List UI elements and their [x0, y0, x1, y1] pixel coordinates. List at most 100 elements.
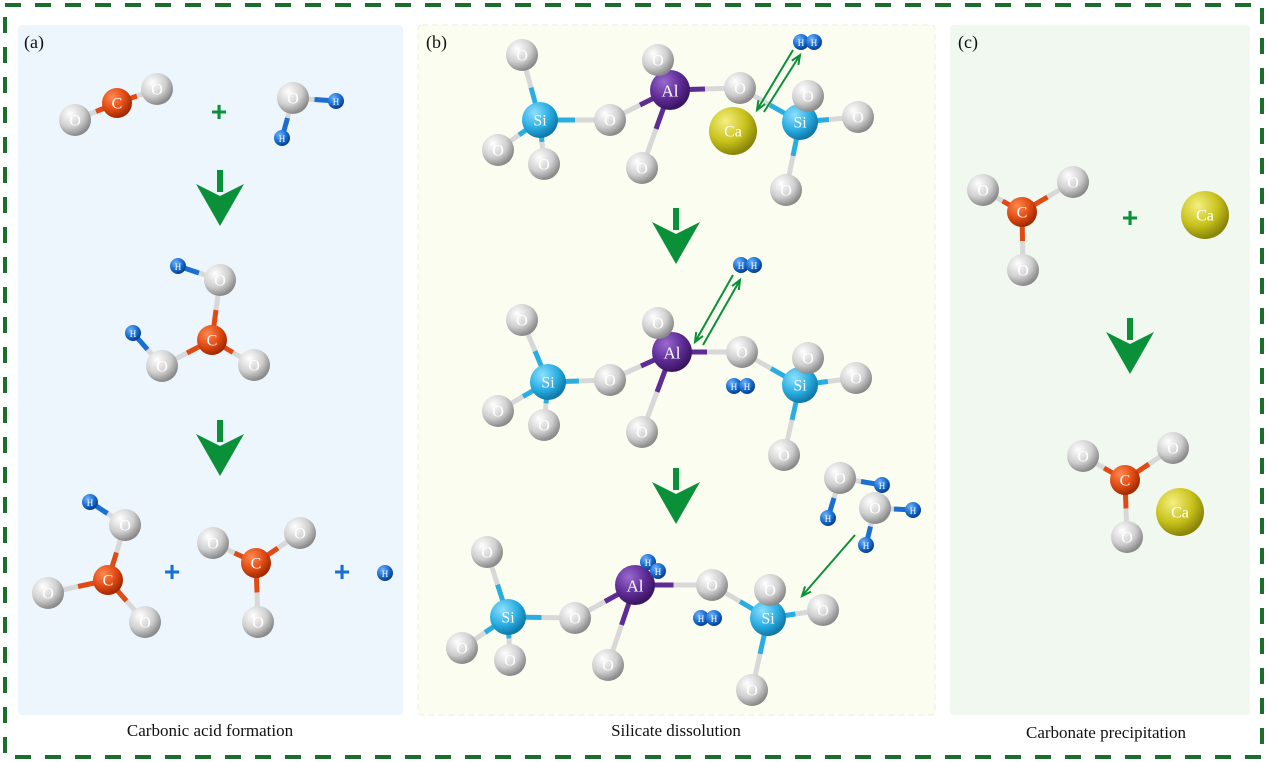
atom-symbol: O: [151, 82, 163, 99]
atom-symbol: O: [1077, 449, 1089, 466]
carbonic-acid-atom-o: O: [238, 349, 270, 381]
atom-symbol: O: [977, 183, 989, 200]
carbonate-c-atom-o: O: [1007, 254, 1039, 286]
carbonate-atom-o: O: [197, 527, 229, 559]
hydrogen-pair-2-atom-h: H: [746, 257, 762, 273]
atom-symbol: O: [42, 586, 54, 603]
atom-symbol: O: [802, 351, 814, 368]
atom-symbol: Si: [761, 611, 775, 628]
hydrogen-pair-4-atom-h: H: [706, 610, 722, 626]
atom-symbol: O: [456, 641, 468, 658]
atom-symbol: Al: [627, 577, 644, 596]
atom-symbol: O: [734, 81, 746, 98]
aluminosilicate-2-atom-o: O: [506, 304, 538, 336]
atom-symbol: O: [119, 518, 131, 535]
atom-symbol: O: [139, 615, 151, 632]
aluminosilicate-3-atom-o: O: [559, 602, 591, 634]
calcium-2-atom-ca: Ca: [1181, 191, 1229, 239]
atom-symbol: Si: [793, 115, 807, 132]
hydrogen-pair-3-atom-h: H: [726, 378, 742, 394]
bicarbonate-atom-o: O: [109, 509, 141, 541]
panel-b-label: (b): [426, 32, 447, 53]
atom-symbol: Ca: [1196, 208, 1214, 225]
calcium-carbonate-atom-o: O: [1111, 521, 1143, 553]
aluminosilicate-3-atom-o: O: [471, 536, 503, 568]
aluminosilicate-2-atom-o: O: [528, 409, 560, 441]
exchange-arrow-icon: [755, 49, 794, 113]
atom-symbol: O: [287, 91, 299, 108]
atom-symbol: H: [744, 382, 751, 392]
exchange-arrow-icon: [702, 277, 742, 346]
aluminosilicate-2-atom-o: O: [726, 336, 758, 368]
aluminosilicate-3-atom-o: O: [592, 649, 624, 681]
atom-symbol: Si: [541, 375, 555, 392]
atom-symbol: C: [103, 573, 114, 590]
atom-symbol: O: [504, 653, 516, 670]
calcium-1-atom-ca: Ca: [709, 107, 757, 155]
co2-atom-o: O: [141, 73, 173, 105]
aluminosilicate-1-atom-o: O: [724, 72, 756, 104]
atom-symbol: O: [538, 418, 550, 435]
atom-symbol: H: [175, 262, 182, 272]
atom-symbol: O: [602, 658, 614, 675]
plus-sign: +: [334, 556, 350, 587]
carbonic-acid-atom-h: H: [170, 258, 186, 274]
aluminosilicate-1-atom-al: Al: [650, 70, 690, 110]
atom-symbol: H: [130, 329, 137, 339]
atom-symbol: C: [1120, 473, 1131, 490]
atom-symbol: O: [1067, 175, 1079, 192]
carbonate-atom-o: O: [242, 606, 274, 638]
atom-symbol: H: [698, 614, 705, 624]
calcium-carbonate-atom-o: O: [1157, 432, 1189, 464]
aluminosilicate-1-atom-o: O: [506, 39, 538, 71]
plus-sign: +: [164, 556, 180, 587]
atom-symbol: H: [711, 614, 718, 624]
aluminosilicate-1-atom-o: O: [770, 174, 802, 206]
atom-symbol: O: [778, 448, 790, 465]
panel-c-label: (c): [958, 32, 978, 53]
aluminosilicate-3-atom-o: O: [446, 632, 478, 664]
carbonic-acid-atom-o: O: [204, 264, 236, 296]
aluminosilicate-3-atom-o: O: [696, 569, 728, 601]
water-atom-o: O: [277, 82, 309, 114]
reaction-arrow-icon: [652, 468, 700, 524]
atom-symbol: Si: [501, 610, 515, 627]
atom-symbol: O: [852, 110, 864, 127]
atom-symbol: O: [516, 48, 528, 65]
co2-atom-c: C: [102, 88, 132, 118]
atom-symbol: O: [706, 578, 718, 595]
carbonic-acid-atom-h: H: [125, 325, 141, 341]
aluminosilicate-2-atom-si: Si: [782, 367, 818, 403]
proton-atom-h: H: [377, 565, 393, 581]
aluminosilicate-3-atom-o: O: [494, 644, 526, 676]
atom-symbol: O: [1121, 530, 1133, 547]
panel-a-caption: Carbonic acid formation: [127, 721, 294, 740]
atom-symbol: O: [869, 501, 881, 518]
aluminosilicate-1-atom-o: O: [626, 152, 658, 184]
attack-arrow-icon: [800, 534, 856, 598]
atom-symbol: O: [764, 583, 776, 600]
atom-symbol: O: [492, 404, 504, 421]
atom-symbol: O: [736, 345, 748, 362]
hydrogen-pair-1-atom-h: H: [806, 34, 822, 50]
calcium-3-atom-ca: Ca: [1156, 488, 1204, 536]
aluminosilicate-2-atom-o: O: [594, 364, 626, 396]
atom-symbol: H: [655, 567, 662, 577]
panel-c-background: [950, 25, 1250, 715]
aluminosilicate-2-atom-o: O: [482, 395, 514, 427]
reaction-arrow-icon: [196, 420, 244, 476]
calcium-carbonate-atom-c: C: [1110, 465, 1140, 495]
atom-symbol: H: [879, 481, 886, 491]
atom-symbol: H: [751, 261, 758, 271]
reaction-arrow-icon: [652, 208, 700, 264]
atom-symbol: H: [731, 382, 738, 392]
exchange-arrow-icon: [763, 52, 802, 113]
aluminosilicate-2-atom-si: Si: [530, 364, 566, 400]
plus-sign: +: [1122, 202, 1138, 233]
hydrogen-pair-4-atom-h: H: [693, 610, 709, 626]
atom-symbol: O: [516, 313, 528, 330]
carbonate-c-atom-o: O: [967, 174, 999, 206]
aluminosilicate-2-atom-o: O: [626, 416, 658, 448]
carbonate-atom-c: C: [241, 548, 271, 578]
